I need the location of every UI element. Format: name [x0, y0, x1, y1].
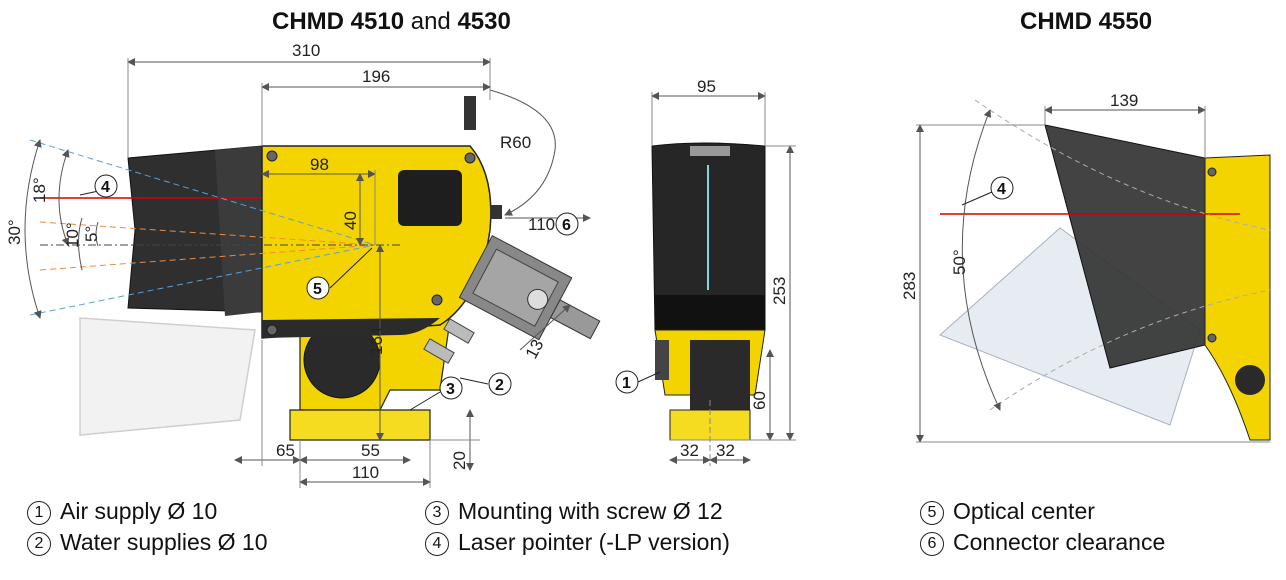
callout-4-side: 4 — [79, 174, 118, 198]
housing-window — [398, 170, 462, 226]
dim-32-left: 32 — [680, 441, 699, 460]
svg-text:1: 1 — [622, 375, 631, 392]
callout-3: 3 — [409, 376, 463, 411]
angle-18: 18° — [30, 177, 49, 203]
handle-top — [464, 96, 476, 130]
dim-310: 310 — [292, 41, 320, 60]
front-view: 95 253 60 32 32 1 — [615, 77, 796, 466]
angle-50: 50° — [950, 249, 969, 275]
dim-110-base: 110 — [352, 463, 379, 482]
dim-55: 55 — [361, 441, 380, 460]
angle-5: 5° — [82, 226, 101, 242]
dim-13: 13 — [522, 336, 548, 362]
callout-6: 6 — [555, 212, 579, 236]
technical-drawing: 310 196 98 40 R60 110 13 164 65 55 110 2… — [5, 41, 1271, 488]
connector — [458, 234, 601, 341]
svg-text:3: 3 — [446, 381, 455, 398]
callout-4-4550: 4 — [961, 176, 1014, 206]
svg-text:6: 6 — [562, 217, 571, 234]
dim-98: 98 — [310, 155, 329, 174]
dim-60: 60 — [750, 391, 769, 410]
dim-110-connector: 110 — [528, 215, 555, 234]
side-view: 310 196 98 40 R60 110 13 164 65 55 110 2… — [5, 41, 601, 488]
title-model-right: CHMD 4550 — [1020, 8, 1153, 35]
dim-283: 283 — [900, 272, 919, 300]
title-conj: and — [410, 8, 451, 35]
dim-40: 40 — [341, 211, 360, 230]
svg-text:2: 2 — [495, 377, 504, 394]
angle-10: 10° — [63, 222, 82, 248]
dim-196: 196 — [362, 67, 390, 86]
dim-95: 95 — [697, 77, 716, 96]
title-left: CHMD 4510 and 4530 — [272, 8, 511, 36]
svg-text:4: 4 — [101, 179, 110, 196]
dim-32-right: 32 — [716, 441, 735, 460]
dim-253: 253 — [770, 277, 789, 305]
hood-open-ghost — [79, 317, 256, 436]
dim-r60: R60 — [500, 133, 531, 152]
title-model-a: CHMD 4510 — [272, 8, 405, 35]
chmd4550-view: 139 283 50° 4 — [900, 91, 1271, 443]
svg-text:4: 4 — [997, 181, 1006, 198]
hood-shade — [215, 146, 262, 316]
svg-text:5: 5 — [313, 281, 322, 298]
title-right: CHMD 4550 — [1020, 8, 1152, 36]
dim-20: 20 — [450, 451, 469, 470]
dim-139: 139 — [1110, 91, 1138, 110]
callout-2: 2 — [459, 372, 512, 396]
callout-5: 5 — [306, 247, 373, 300]
dim-164: 164 — [367, 327, 386, 355]
base-plate — [289, 409, 431, 441]
angle-30: 30° — [5, 219, 24, 245]
title-model-b: 4530 — [457, 8, 511, 35]
housing-bottom-rim — [262, 318, 440, 338]
callout-1: 1 — [615, 370, 661, 394]
dim-65: 65 — [276, 441, 295, 460]
